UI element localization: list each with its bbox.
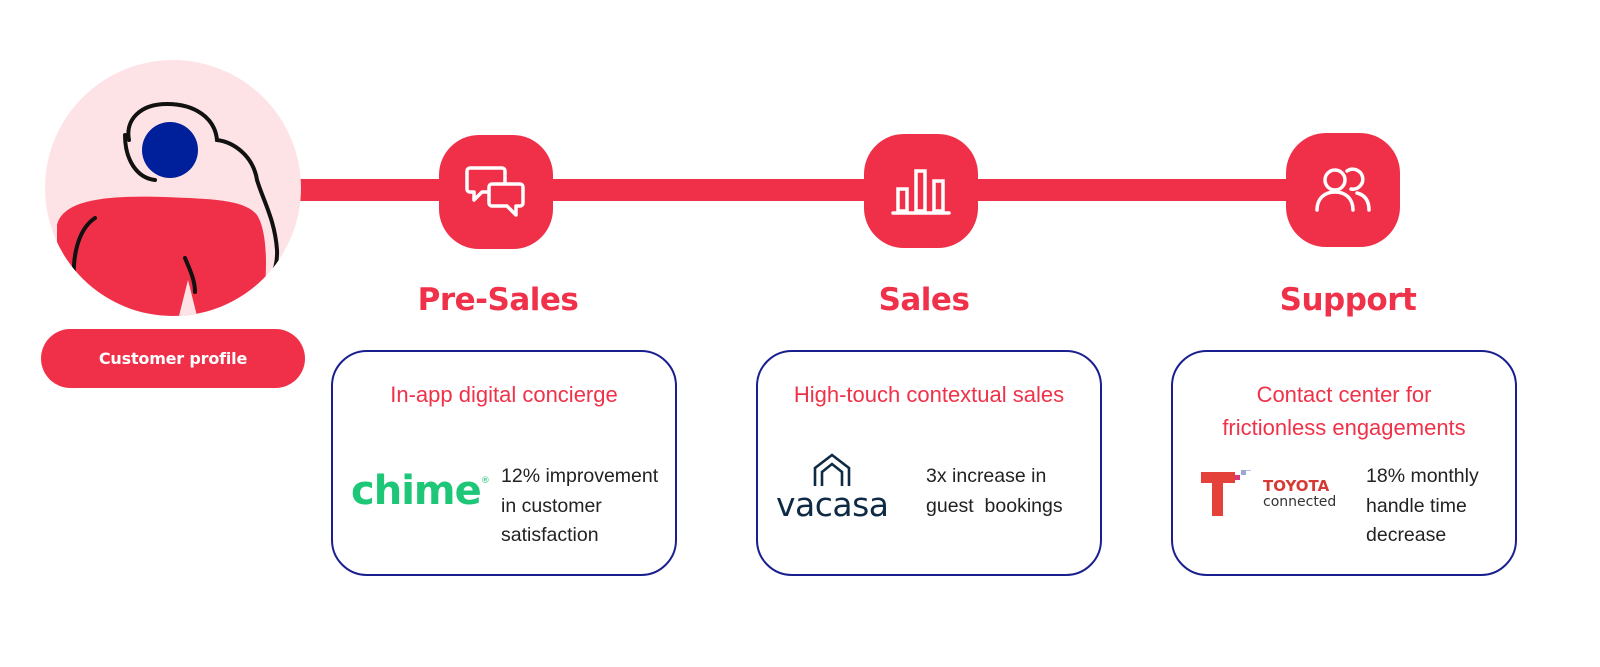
card-stat: 12% improvement in customer satisfaction — [501, 462, 658, 551]
toyota-t-mark-icon — [1201, 470, 1251, 516]
card-heading: In-app digital concierge — [390, 382, 618, 407]
users-icon — [1315, 167, 1371, 212]
journey-track — [290, 179, 1360, 201]
bar-chart-icon — [891, 169, 951, 215]
card-stat: 18% monthly handle time decrease — [1366, 462, 1479, 551]
support-icon-tile — [1286, 133, 1400, 247]
stat-line: handle time — [1366, 494, 1467, 517]
heading-line: frictionless engagements — [1222, 415, 1466, 440]
registered-mark: ® — [480, 476, 490, 486]
support-card: Contact center for frictionless engageme… — [1171, 350, 1517, 576]
card-heading: Contact center for frictionless engageme… — [1173, 378, 1515, 444]
stat-line: satisfaction — [501, 524, 599, 546]
connected-logo-text: connected — [1263, 494, 1337, 510]
stat-line: in customer — [501, 494, 602, 517]
stat-line: 3x increase in — [926, 465, 1047, 487]
person-illustration — [57, 101, 280, 316]
stage-title-support: Support — [1279, 282, 1417, 318]
vacasa-logo: vacasa — [776, 452, 889, 524]
stat-line: guest bookings — [926, 494, 1063, 517]
heading-line: Contact center for — [1256, 382, 1432, 407]
chat-bubbles-icon — [465, 166, 525, 217]
vacasa-logo-text: vacasa — [776, 485, 889, 524]
toyota-connected-text: TOYOTA connected — [1263, 478, 1336, 510]
customer-avatar — [45, 60, 301, 316]
house-icon — [813, 453, 851, 486]
pre-sales-card: In-app digital concierge chime® 12% impr… — [331, 350, 677, 576]
pre-sales-icon-tile — [439, 135, 553, 249]
stat-line: 18% monthly — [1366, 465, 1479, 487]
chime-logo: chime® — [351, 468, 490, 514]
sales-icon-tile — [864, 134, 978, 248]
stage-title-pre-sales: Pre-Sales — [417, 282, 579, 318]
sales-card: High-touch contextual sales vacasa 3x in… — [756, 350, 1102, 576]
chime-logo-text: chime — [351, 468, 482, 514]
stat-line: 12% improvement — [501, 465, 659, 487]
stat-line: decrease — [1366, 524, 1447, 546]
card-heading: High-touch contextual sales — [793, 382, 1065, 407]
toyota-logo-text: TOYOTA — [1263, 477, 1330, 495]
card-stat: 3x increase in guest bookings — [926, 462, 1063, 521]
stage-title-sales: Sales — [878, 282, 970, 318]
customer-profile-button[interactable]: Customer profile — [41, 329, 305, 388]
